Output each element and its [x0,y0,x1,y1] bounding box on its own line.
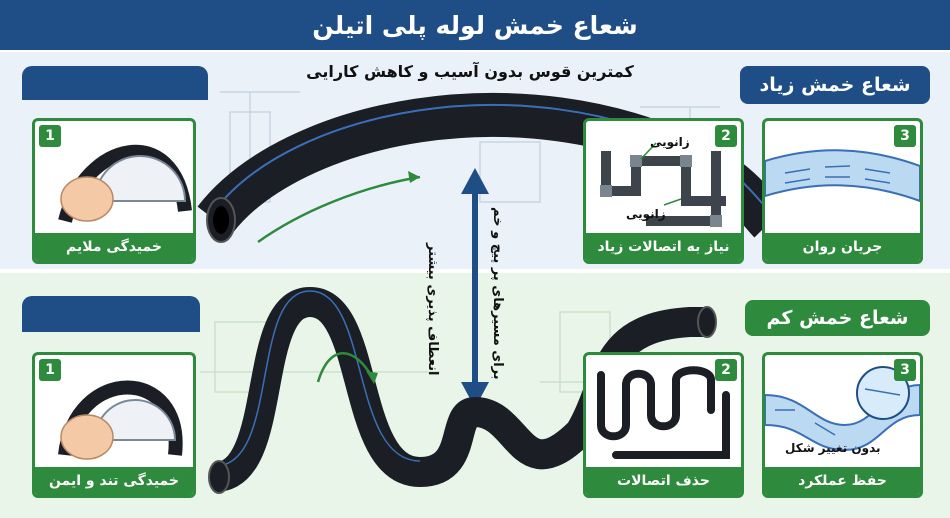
card-number: 3 [894,125,916,147]
card-label: خمیدگی تند و ایمن [35,467,193,495]
card-label: حذف اتصالات [586,467,741,495]
hand-protractor-icon [58,144,192,223]
top-subtitle: کمترین قوس بدون آسیب و کاهش کارایی [306,62,634,81]
card-smooth-flow: 3 جریان روان [762,118,923,264]
card-no-fittings: 2 حذف اتصالات [583,352,744,498]
elbow-annotation-1: زانویی [650,135,690,149]
hand-protractor-icon [58,380,183,460]
bottom-left-header-box [22,296,200,332]
top-section-heading: شعاع خمش زیاد [740,66,930,104]
card-label: حفظ عملکرد [765,467,920,495]
card-number: 2 [715,125,737,147]
card-number: 3 [894,359,916,381]
card-performance-kept: 3 بدون تغییر شکل حفظ عملکرد [762,352,923,498]
card-many-fittings: 2 زانویی زانویی نیاز به اتصالات زیاد [583,118,744,264]
elbow-annotation-2: زانویی [626,207,666,221]
no-deformation-annotation: بدون تغییر شکل [785,441,881,455]
top-left-header-box [22,66,208,100]
card-sharp-safe-bend: 1 خمیدگی تند و ایمن [32,352,196,498]
winding-routes-label: برای مسیرهای پر پیچ و خم [490,207,505,380]
card-number: 1 [39,359,61,381]
card-number: 1 [39,125,61,147]
card-number: 2 [715,359,737,381]
card-label: جریان روان [765,233,920,261]
card-label: نیاز به اتصالات زیاد [586,233,741,261]
bottom-section-heading: شعاع خمش کم [745,300,930,336]
elbow-fittings-icon [600,142,726,227]
card-gentle-bend: 1 خمیدگی ملایم [32,118,196,264]
flow-arrow [257,175,421,244]
smooth-flow-icon [765,149,920,203]
card-label: خمیدگی ملایم [35,233,193,261]
double-arrow-icon [461,168,489,408]
continuous-pipe-icon [597,366,730,459]
page-title: شعاع خمش لوله پلی اتیلن [0,0,950,50]
flexibility-label: انعطاف پذیری بیشتر [425,242,440,375]
